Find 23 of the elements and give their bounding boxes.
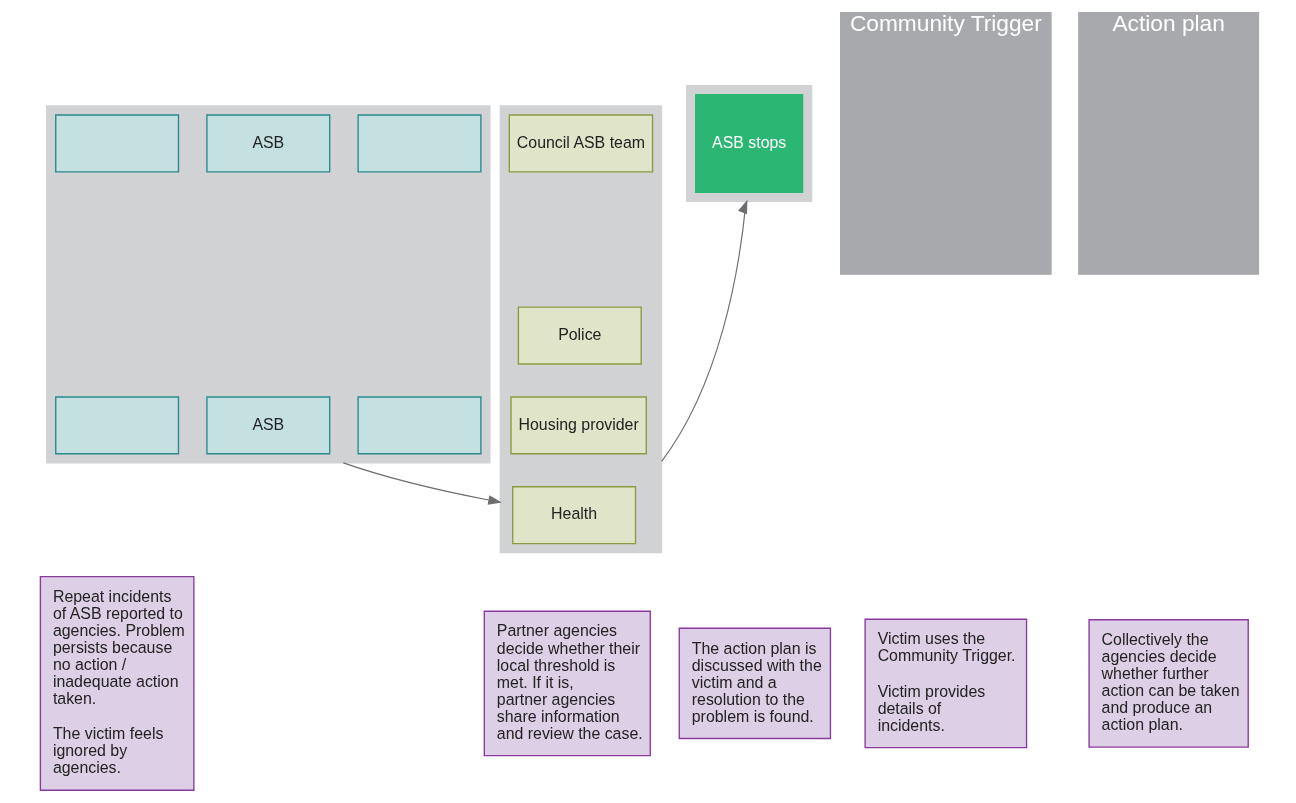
node-box (55, 396, 180, 455)
node-box: ASB (206, 114, 331, 173)
node-box: ASB (206, 396, 331, 455)
arrow (342, 462, 502, 505)
node-box: Repeat incidents of ASB reported to agencies. Problem persists because no action / inadequate action taken. The victim feels ignored by agencies. (39, 575, 195, 791)
node-box (357, 396, 482, 455)
node-box: Community Trigger (840, 12, 1052, 275)
node-box: Health (512, 486, 637, 545)
arrow (661, 199, 748, 462)
node-box (55, 114, 180, 173)
node-box: Collectively the agencies decide whether further action can be taken and produce an action plan. (1088, 619, 1249, 748)
cluster (499, 105, 663, 554)
node-box: Police (517, 306, 642, 365)
node-box: ASB stops (695, 93, 804, 193)
node-box: Partner agencies decide whether their local threshold is met. If it is, partner agencies share information and review the case. (483, 610, 651, 757)
node-box (357, 114, 482, 173)
cluster (46, 105, 491, 464)
node-box: The action plan is discussed with the victim and a resolution to the problem is found. (678, 627, 832, 740)
cluster (686, 84, 813, 202)
node-box: Council ASB team (508, 114, 654, 173)
node-box: Housing provider (510, 396, 647, 455)
node-box: Action plan (1078, 12, 1260, 275)
node-box: Victim uses the Community Trigger. Victim provides details of incidents. (864, 618, 1028, 749)
